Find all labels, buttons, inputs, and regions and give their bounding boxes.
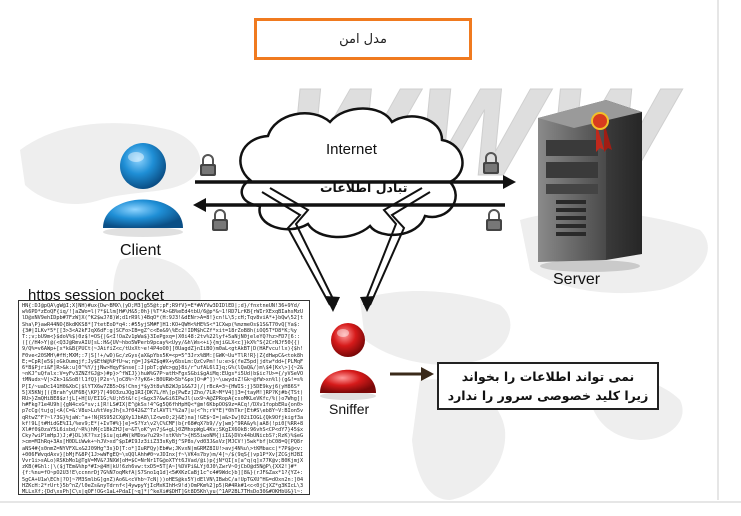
page-title-box: مدل امن bbox=[254, 18, 472, 60]
client-user-icon bbox=[103, 143, 183, 237]
data-exchange-label: تبادل اطلاعات bbox=[320, 180, 408, 195]
lock-icon bbox=[483, 152, 499, 174]
client-label: Client bbox=[120, 242, 161, 259]
sniffer-note-line-1: نمی تواند اطلاعات را بخواند bbox=[461, 369, 635, 384]
arrow-icon bbox=[503, 175, 516, 189]
arrow-icon bbox=[195, 180, 505, 207]
arrow-icon bbox=[325, 296, 340, 312]
intercept-lines bbox=[261, 187, 431, 306]
sniffer-note-line-2: زیرا کلید خصوصی سرور را ندارد bbox=[447, 388, 649, 403]
internet-label: Internet bbox=[326, 141, 377, 158]
session-pocket-title: https session pocket bbox=[28, 287, 164, 304]
server-label: Server bbox=[553, 271, 601, 288]
server-icon bbox=[538, 100, 642, 272]
sniffer-user-icon bbox=[320, 323, 376, 400]
encrypted-packet-box: HN{:DJ@pQA\gW@I;X]NH)#ux{Dw~BMX\(yD;M3]g… bbox=[18, 300, 310, 495]
arrow-icon bbox=[360, 296, 375, 312]
cloud-icon bbox=[239, 107, 464, 239]
sniffer-note-box: نمی تواند اطلاعات را بخواند زیرا کلید خص… bbox=[437, 362, 659, 410]
lock-icon bbox=[200, 154, 216, 176]
lock-icon bbox=[212, 209, 228, 231]
sniffer-label: Sniffer bbox=[329, 401, 370, 417]
arrow-icon bbox=[193, 198, 206, 212]
page-title: مدل امن bbox=[339, 31, 387, 47]
encrypted-packet-noise: HN{:DJ@pQA\gW@I;X]NH)#ux{Dw~BMX\(yD;M3]g… bbox=[22, 303, 304, 495]
arrow-icon bbox=[421, 367, 434, 381]
lock-icon bbox=[486, 209, 502, 231]
